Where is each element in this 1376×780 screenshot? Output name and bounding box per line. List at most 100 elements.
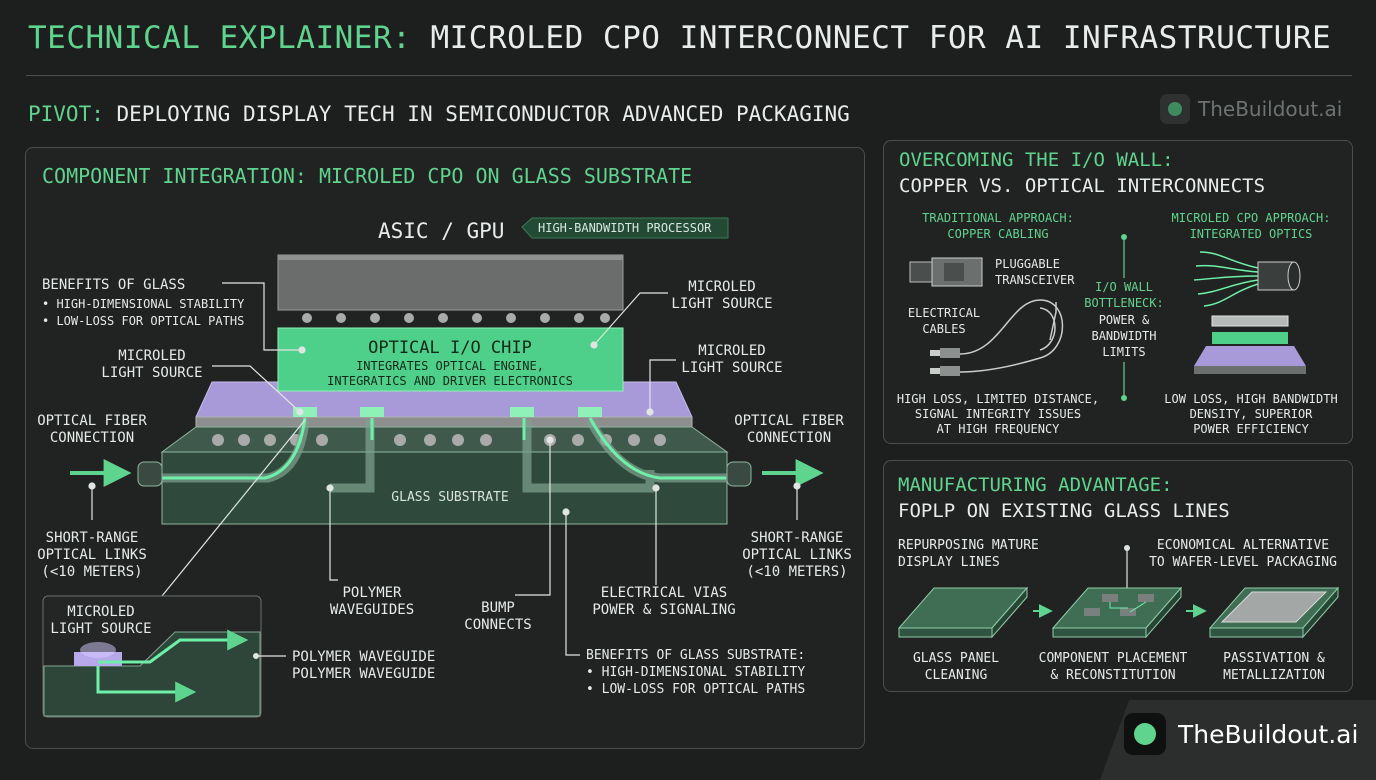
microled-top-right-2: LIGHT SOURCE — [671, 296, 772, 312]
benefits-substrate-item-1: • HIGH-DIMENSIONAL STABILITY — [586, 665, 805, 680]
economical-callout-dot — [1124, 545, 1130, 551]
fiber-right — [726, 461, 752, 487]
short-range-left-1: SHORT-RANGE — [46, 530, 139, 546]
asic-tag: HIGH-BANDWIDTH PROCESSOR — [521, 217, 729, 239]
short-range-left-2: OPTICAL LINKS — [37, 547, 147, 563]
io-wall-2: BOTTLENECK: — [1084, 296, 1163, 310]
chip-line-2: INTEGRATICS AND DRIVER ELECTRONICS — [327, 374, 573, 388]
fiber-right-2: CONNECTION — [747, 430, 831, 446]
inset-waveguide-2: POLYMER WAVEGUIDE — [292, 666, 435, 682]
step2-1: COMPONENT PLACEMENT — [1039, 651, 1188, 666]
title-main: MICROLED CPO INTERCONNECT FOR AI INFRAST… — [430, 20, 1332, 56]
fiber-left-2: CONNECTION — [50, 430, 134, 446]
fiber-bundle-icon — [1193, 251, 1259, 307]
brand-name: TheBuildout.ai — [1198, 97, 1343, 121]
brand-badge[interactable]: TheBuildout.ai — [1124, 713, 1358, 755]
microled-cpo-1: MICROLED CPO APPROACH: — [1172, 211, 1331, 225]
short-range-left-3: (<10 METERS) — [41, 564, 142, 580]
optical-note-1: LOW LOSS, HIGH BANDWIDTH — [1164, 392, 1337, 406]
optical-note-3: POWER EFFICIENCY — [1193, 422, 1309, 436]
microled-top-right-1: MICROLED — [688, 279, 755, 295]
bump-connects-2: CONNECTS — [464, 617, 531, 633]
brand-logo-icon — [1160, 94, 1190, 124]
step-passivation-icon — [1208, 586, 1340, 639]
benefits-glass-title: BENEFITS OF GLASS — [42, 277, 185, 293]
short-range-right-2: OPTICAL LINKS — [742, 547, 852, 563]
chip-line-1: INTEGRATES OPTICAL ENGINE, — [356, 359, 544, 373]
asic-top-edge — [278, 255, 623, 260]
brand-watermark[interactable]: TheBuildout.ai — [1160, 94, 1342, 124]
fiber-ferrule-icon — [1257, 261, 1301, 291]
step3-1: PASSIVATION & — [1223, 651, 1325, 666]
callout-lines — [88, 282, 801, 656]
benefits-substrate-title: BENEFITS OF GLASS SUBSTRATE: — [586, 648, 805, 663]
subtitle-main: DEPLOYING DISPLAY TECH IN SEMICONDUCTOR … — [116, 102, 850, 126]
benefits-substrate-item-2: • LOW-LOSS FOR OPTICAL PATHS — [586, 682, 805, 697]
title-prefix: TECHNICAL EXPLAINER: — [28, 20, 412, 56]
inset-light-path-1 — [98, 629, 249, 664]
title-divider — [26, 75, 1352, 76]
fiber-left-1: OPTICAL FIBER — [37, 413, 147, 429]
copper-note-1: HIGH LOSS, LIMITED DISTANCE, — [897, 392, 1099, 406]
interposer-base — [195, 416, 693, 428]
asic-gpu-die — [277, 254, 624, 311]
inset-callout-dot — [253, 653, 259, 659]
asic-label: ASIC / GPU — [378, 219, 504, 243]
io-wall-5: LIMITS — [1102, 345, 1145, 359]
step2-2: & RECONSTITUTION — [1050, 668, 1175, 683]
io-title-2: COPPER VS. OPTICAL INTERCONNECTS — [899, 175, 1265, 197]
io-wall-panel — [883, 140, 1353, 444]
optical-note-2: DENSITY, SUPERIOR — [1190, 407, 1314, 421]
step1-2: CLEANING — [925, 668, 988, 683]
step1-1: GLASS PANEL — [913, 651, 999, 666]
page-subtitle: PIVOT: DEPLOYING DISPLAY TECH IN SEMICON… — [28, 102, 850, 126]
economical-1: ECONOMICAL ALTERNATIVE — [1157, 538, 1329, 553]
copper-note-2: SIGNAL INTEGRITY ISSUES — [915, 407, 1081, 421]
repurposing-1: REPURPOSING MATURE — [898, 538, 1039, 553]
short-range-right-3: (<10 METERS) — [746, 564, 847, 580]
microled-right-1: MICROLED — [698, 343, 765, 359]
optical-stack-icon — [1194, 315, 1306, 374]
optical-io-chip — [277, 327, 624, 392]
inset-light-path-2 — [96, 666, 197, 703]
benefits-glass-item-1: • HIGH-DIMENSIONAL STABILITY — [42, 297, 245, 311]
left-panel-title: COMPONENT INTEGRATION: MICROLED CPO ON G… — [42, 164, 692, 188]
traditional-1: TRADITIONAL APPROACH: — [922, 211, 1074, 225]
optical-light-paths — [162, 417, 726, 480]
microled-emitters — [293, 407, 602, 417]
io-wall-dot-bottom — [1121, 395, 1127, 401]
mfg-title-1: MANUFACTURING ADVANTAGE: — [898, 474, 1173, 496]
brand-badge-name: TheBuildout.ai — [1178, 719, 1359, 749]
fiber-right-1: OPTICAL FIBER — [734, 413, 844, 429]
economical-2: TO WAFER-LEVEL PACKAGING — [1149, 555, 1337, 570]
glass-substrate-label: GLASS SUBSTRATE — [391, 490, 508, 505]
inset-glow — [80, 642, 116, 658]
inset-label-2: LIGHT SOURCE — [50, 621, 151, 637]
io-wall-1: I/O WALL — [1095, 280, 1153, 294]
manufacturing-panel — [883, 460, 1353, 692]
step3-2: METALLIZATION — [1223, 668, 1325, 683]
polymer-waveguides-2: WAVEGUIDES — [330, 602, 414, 618]
step-component-placement-icon — [1051, 586, 1183, 639]
pluggable-transceiver-icon — [909, 257, 983, 287]
pluggable-1: PLUGGABLE — [995, 257, 1060, 271]
microled-right-2: LIGHT SOURCE — [681, 360, 782, 376]
cable-plugs-icon — [930, 348, 960, 376]
cable-coil-icon — [959, 299, 1064, 373]
subtitle-prefix: PIVOT: — [28, 102, 104, 126]
bump-connects-1: BUMP — [481, 600, 515, 616]
io-wall-4: BANDWIDTH — [1091, 329, 1156, 343]
step-glass-panel-icon — [897, 586, 1029, 639]
polymer-waveguides-1: POLYMER — [342, 585, 402, 601]
fiber-left — [137, 461, 163, 487]
copper-note-3: AT HIGH FREQUENCY — [937, 422, 1061, 436]
electrical-vias-2: POWER & SIGNALING — [592, 602, 735, 618]
io-wall-3: POWER & — [1099, 313, 1150, 327]
inset-label-1: MICROLED — [67, 604, 134, 620]
inset-waveguide-body — [43, 631, 261, 717]
io-wall-dot-top — [1121, 234, 1127, 240]
asic-tag-text: HIGH-BANDWIDTH PROCESSOR — [538, 221, 712, 235]
electrical-cables-1: ELECTRICAL — [908, 306, 980, 320]
benefits-glass-item-2: • LOW-LOSS FOR OPTICAL PATHS — [42, 314, 244, 328]
